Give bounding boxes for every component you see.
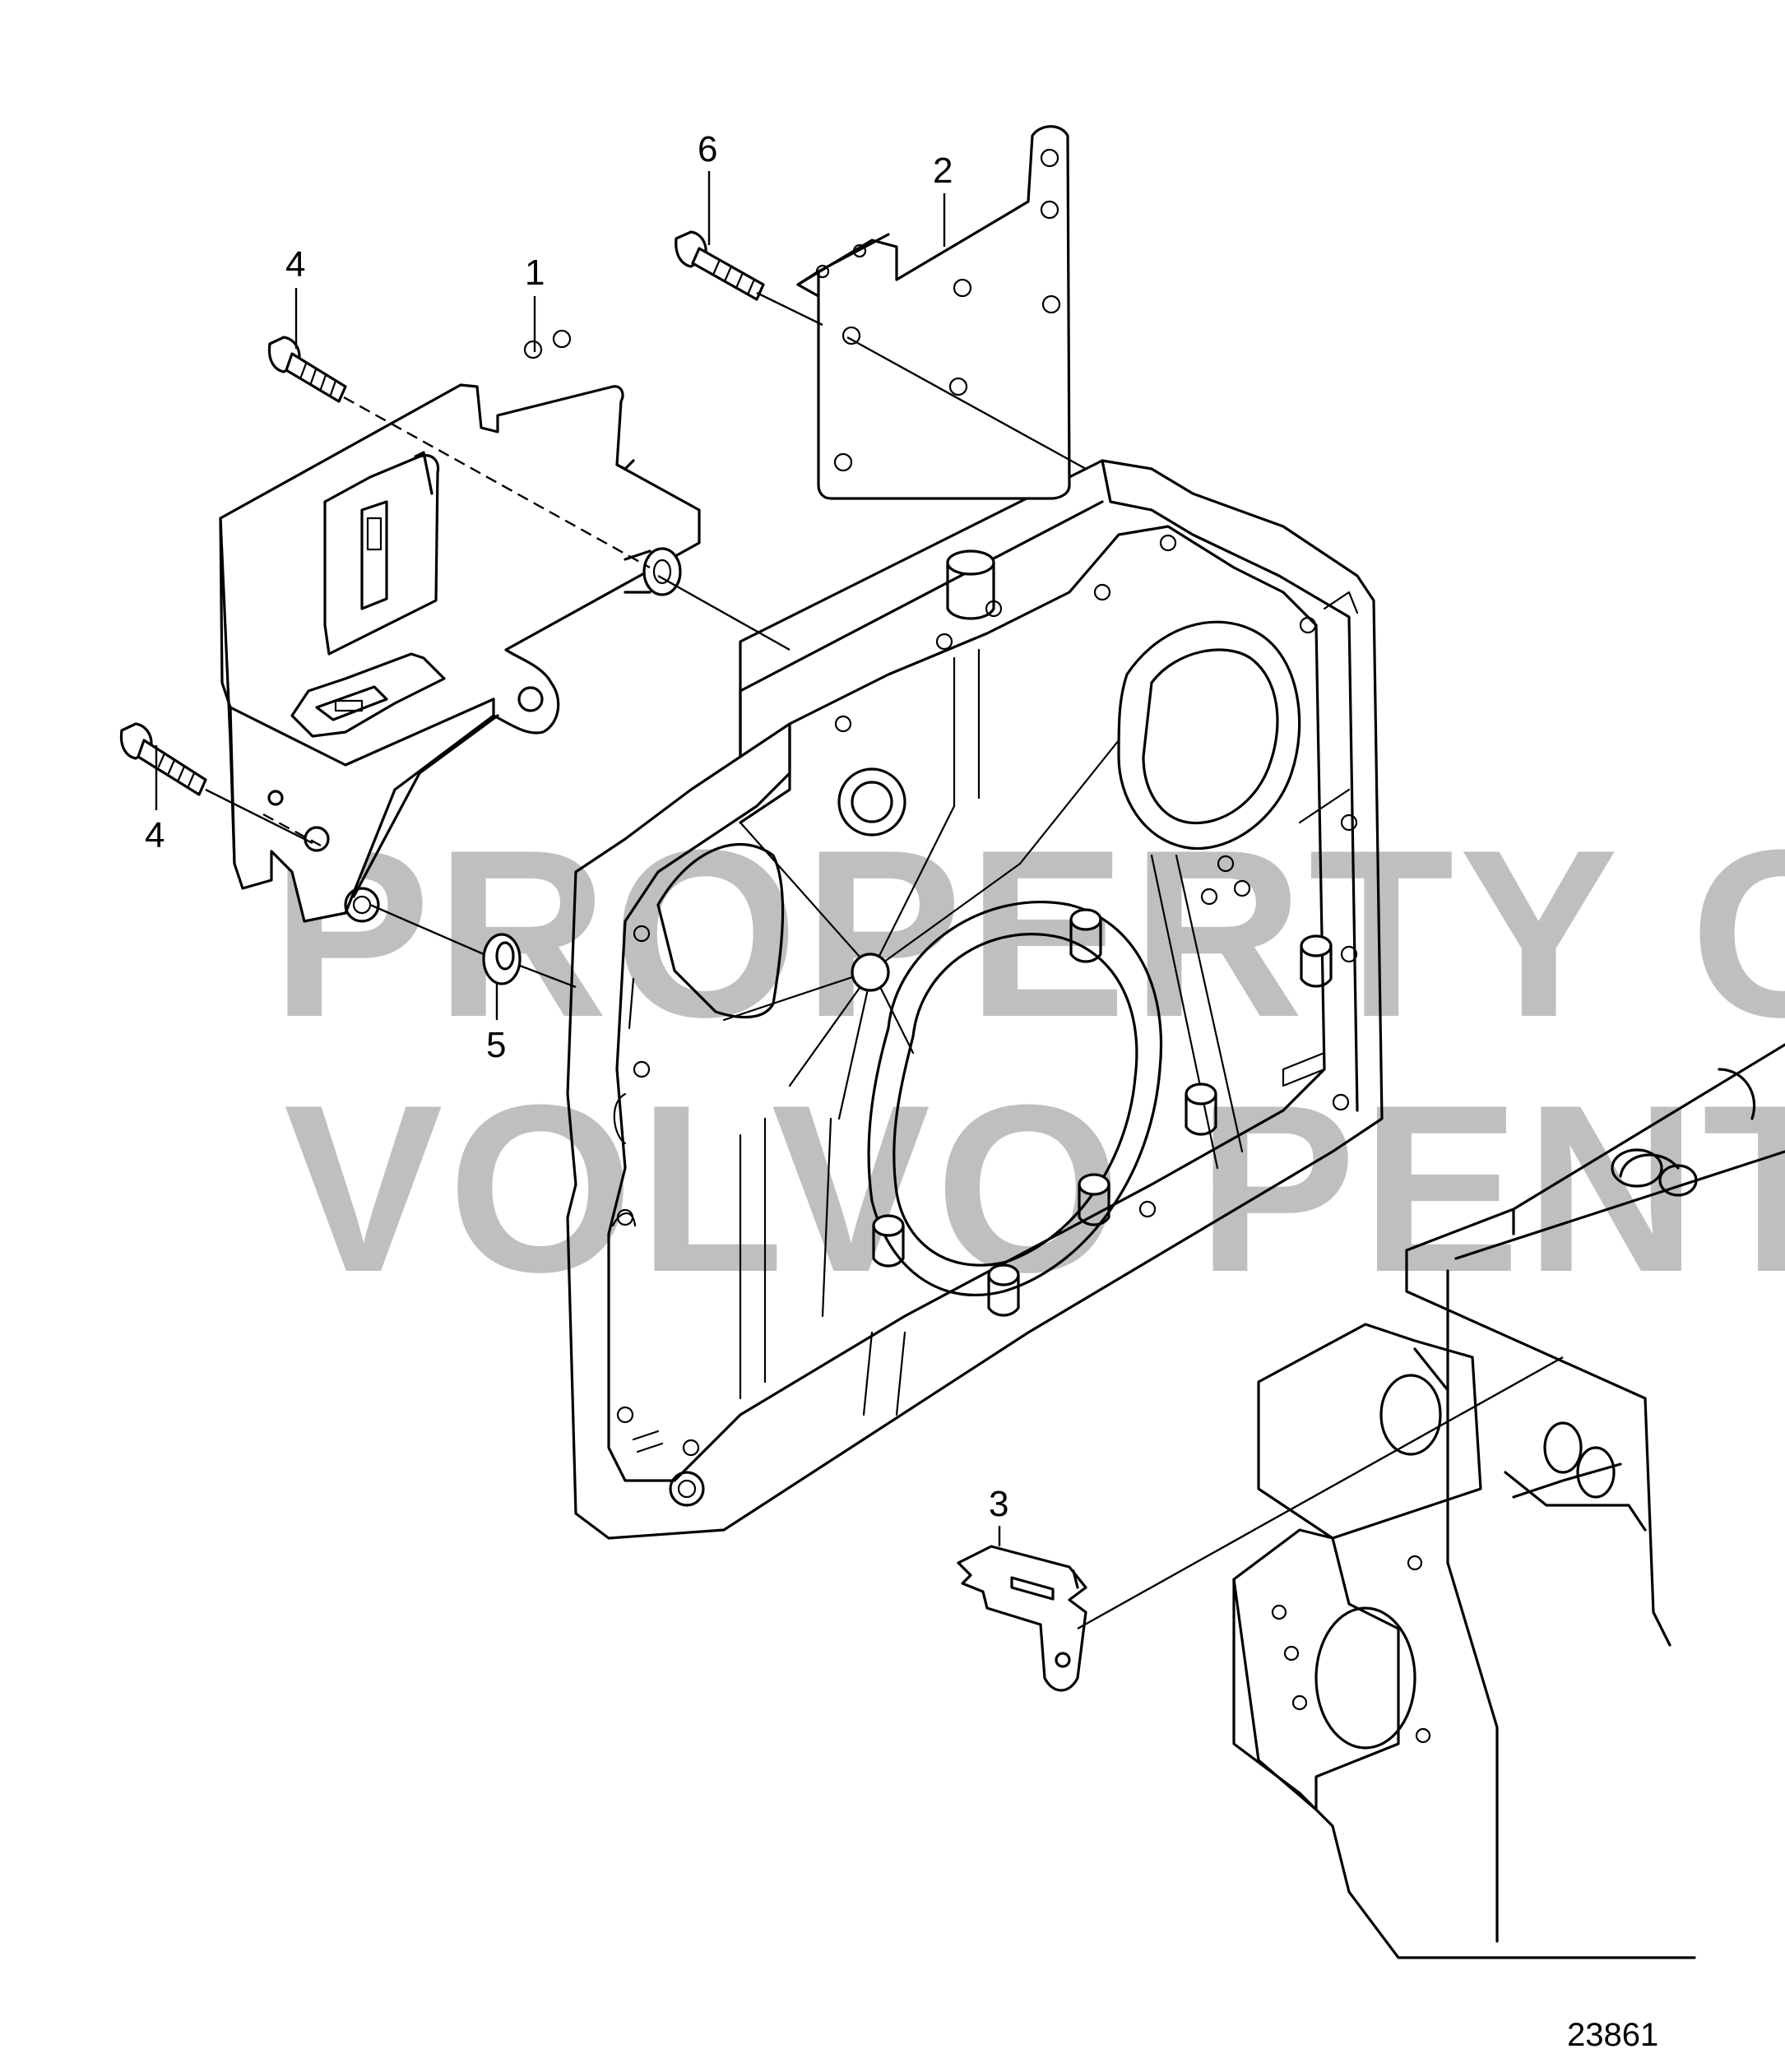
engine-block-drawing <box>1232 1043 1785 1959</box>
callout-2: 2 <box>933 151 953 191</box>
callout-4-lower: 4 <box>145 815 165 855</box>
callout-5: 5 <box>486 1025 506 1065</box>
part-3-bracket <box>957 1545 1087 1692</box>
drawing-reference-number: 23861 <box>1567 2017 1658 2053</box>
timing-gear-casing <box>566 459 1384 1540</box>
part-6-bolt <box>675 230 765 301</box>
callout-numbers: 1 2 3 4 4 5 6 <box>145 129 1008 1524</box>
callout-1: 1 <box>525 253 545 293</box>
part-4-bolt-upper <box>267 336 347 403</box>
callout-4-upper: 4 <box>285 244 305 285</box>
assembly-guide-lines <box>205 291 1564 1630</box>
part-4-bolt-lower <box>119 722 207 796</box>
watermark-line-2: VOLVO PENTA <box>284 1055 1785 1322</box>
watermark: PROPERTY OF VOLVO PENTA <box>271 800 1785 1322</box>
callout-3: 3 <box>989 1484 1008 1524</box>
callout-leaders <box>155 171 1001 1546</box>
part-2-bracket <box>796 125 1071 500</box>
part-5-washer <box>482 933 522 985</box>
callout-6: 6 <box>698 129 717 169</box>
